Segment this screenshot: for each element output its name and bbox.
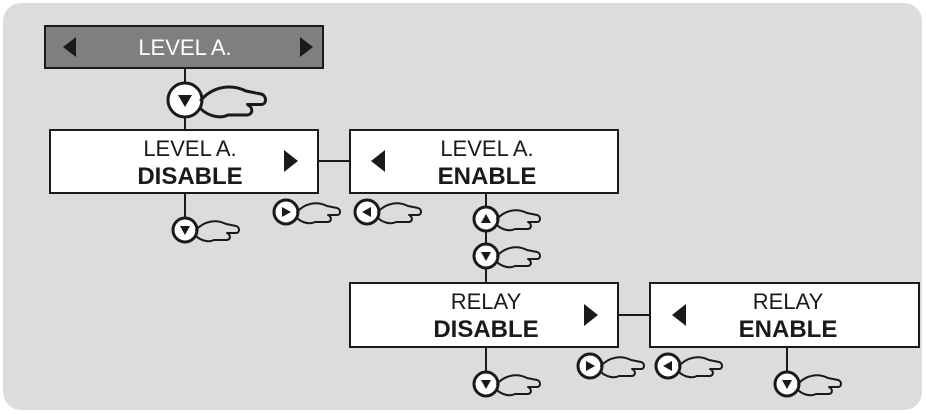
level-a-enable-box: LEVEL A. ENABLE bbox=[349, 129, 619, 194]
triangle-left-icon bbox=[371, 150, 385, 172]
level-a-enable-frame bbox=[349, 129, 619, 194]
relay-enable-box: RELAY ENABLE bbox=[649, 282, 920, 348]
relay-enable-title: RELAY bbox=[753, 289, 824, 314]
triangle-up-icon bbox=[481, 214, 491, 223]
relay-disable-title: RELAY bbox=[451, 289, 522, 314]
relay-disable-box: RELAY DISABLE bbox=[349, 282, 619, 348]
triangle-left-icon bbox=[663, 361, 672, 371]
triangle-right-icon bbox=[300, 37, 313, 57]
relay-disable-value: DISABLE bbox=[433, 316, 538, 343]
relay-disable-frame bbox=[349, 282, 619, 348]
down-button-level-enable[interactable] bbox=[472, 242, 541, 270]
down-button-level-disable[interactable] bbox=[171, 216, 240, 244]
level-a-enable-title: LEVEL A. bbox=[440, 136, 533, 161]
down-button-header[interactable] bbox=[166, 81, 267, 119]
triangle-down-icon bbox=[481, 380, 491, 389]
level-a-disable-box: LEVEL A. DISABLE bbox=[49, 129, 319, 194]
triangle-right-icon bbox=[284, 150, 298, 172]
down-button-relay-disable[interactable] bbox=[472, 370, 541, 398]
level-a-disable-value: DISABLE bbox=[137, 163, 242, 190]
relay-enable-frame bbox=[649, 282, 920, 348]
level-a-header-label: LEVEL A. bbox=[138, 35, 231, 60]
triangle-left-icon bbox=[672, 304, 686, 326]
level-a-enable-value: ENABLE bbox=[438, 163, 537, 190]
triangle-right-icon bbox=[586, 361, 595, 371]
triangle-left-icon bbox=[63, 37, 76, 57]
level-a-disable-title: LEVEL A. bbox=[143, 136, 236, 161]
triangle-down-icon bbox=[782, 380, 792, 389]
left-button-level[interactable] bbox=[353, 198, 422, 226]
right-button-level[interactable] bbox=[272, 198, 341, 226]
level-a-header-box bbox=[44, 25, 324, 69]
right-button-relay[interactable] bbox=[576, 352, 645, 380]
up-button-level-enable[interactable] bbox=[472, 205, 541, 233]
triangle-right-icon bbox=[584, 304, 598, 326]
level-a-disable-frame bbox=[49, 129, 319, 194]
triangle-down-icon bbox=[481, 252, 491, 261]
triangle-down-icon bbox=[178, 95, 192, 107]
down-button-relay-enable[interactable] bbox=[773, 370, 842, 398]
triangle-left-icon bbox=[362, 207, 371, 217]
triangle-down-icon bbox=[180, 226, 190, 235]
level-a-header: LEVEL A. bbox=[44, 25, 324, 69]
triangle-right-icon bbox=[282, 207, 291, 217]
relay-enable-value: ENABLE bbox=[739, 316, 838, 343]
left-button-relay[interactable] bbox=[654, 352, 723, 380]
